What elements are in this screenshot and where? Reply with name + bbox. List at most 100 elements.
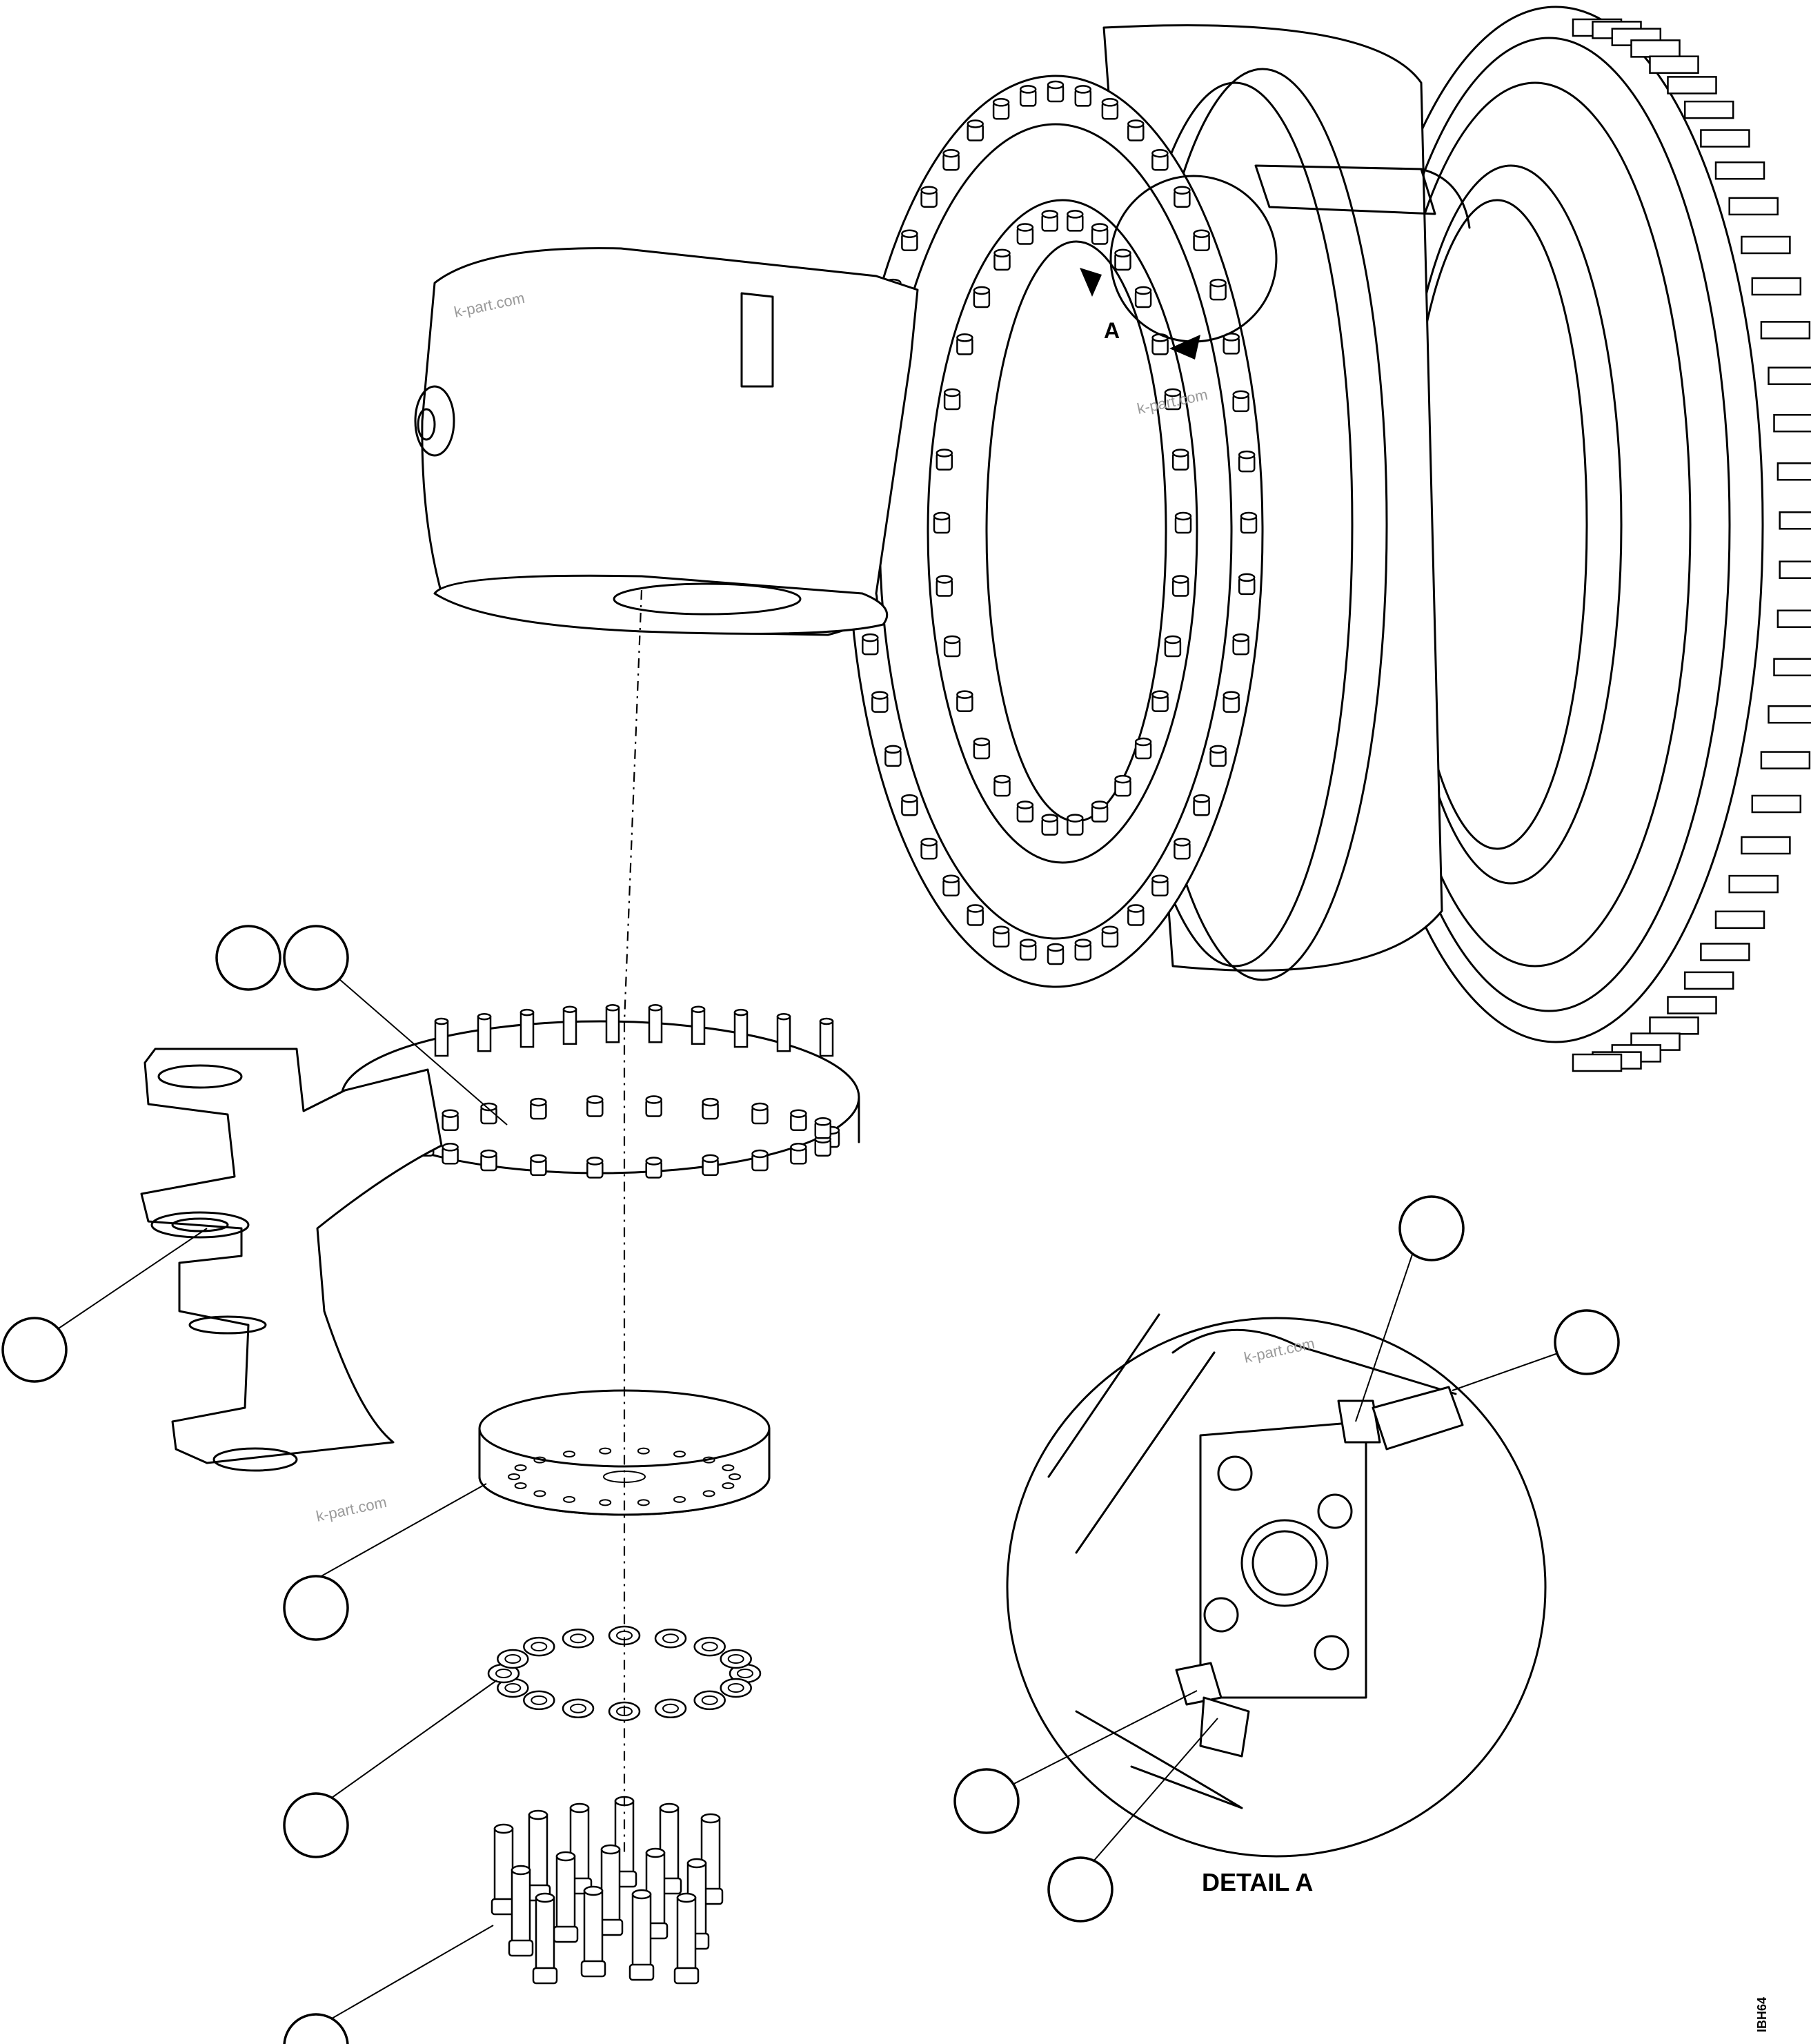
disc-hole bbox=[514, 1464, 527, 1471]
flange-bolt bbox=[1047, 943, 1065, 965]
rim-stud bbox=[1683, 100, 1734, 119]
rim-stud bbox=[1728, 874, 1779, 894]
flange-bolt bbox=[993, 248, 1011, 271]
disc-hole bbox=[599, 1499, 612, 1506]
rim-stud bbox=[1572, 1053, 1623, 1072]
flange-bolt bbox=[901, 794, 918, 816]
flange-bolt bbox=[1019, 85, 1037, 107]
flange-bolt bbox=[1041, 210, 1058, 232]
bolt-set bbox=[491, 1796, 724, 1985]
washer bbox=[523, 1690, 555, 1711]
rim-stud bbox=[1649, 1016, 1699, 1035]
callout-bubbles bbox=[1, 925, 1620, 2044]
rim-stud bbox=[1700, 129, 1750, 148]
ring-bolt bbox=[645, 1095, 662, 1117]
ring-bolt bbox=[530, 1154, 547, 1177]
flange-bolt bbox=[967, 119, 984, 141]
rim-stud bbox=[1777, 609, 1811, 628]
ring-stud bbox=[434, 1017, 449, 1057]
spacer-disc bbox=[478, 1389, 771, 1516]
rim-stud bbox=[1779, 560, 1811, 579]
flange-bolt bbox=[1193, 229, 1210, 251]
flange-bolt bbox=[1019, 939, 1037, 961]
detail-fitting-bottom bbox=[1175, 1662, 1223, 1706]
ring-stud bbox=[776, 1012, 791, 1052]
watermark-3: k-part.com bbox=[315, 1493, 388, 1525]
rim-stud bbox=[1700, 943, 1750, 961]
rim-stud bbox=[1728, 197, 1779, 216]
lower-arm-body bbox=[140, 1048, 443, 1464]
bearing-ring-assembly bbox=[340, 1004, 860, 1179]
disc-hole bbox=[599, 1447, 612, 1455]
washer bbox=[497, 1649, 529, 1669]
detail-a-label: DETAIL A bbox=[1202, 1868, 1313, 1896]
flange-bolt bbox=[956, 690, 973, 712]
flange-bolt bbox=[1151, 148, 1169, 171]
callout-bubble-5 bbox=[283, 1792, 349, 1858]
disc-hole bbox=[702, 1490, 715, 1497]
lower-arm bbox=[140, 1048, 443, 1472]
flange-bolt bbox=[1074, 85, 1092, 107]
callout-bubble-10 bbox=[1047, 1856, 1114, 1923]
rim-studs bbox=[1572, 18, 1811, 1072]
disc-hole bbox=[533, 1456, 546, 1464]
ring-bolt bbox=[442, 1143, 459, 1165]
rim-stud bbox=[1768, 705, 1811, 724]
rim-stud bbox=[1741, 836, 1791, 855]
flange-bolt bbox=[942, 148, 960, 171]
disc-hole bbox=[673, 1451, 686, 1458]
washer bbox=[720, 1678, 752, 1698]
flange-bolt bbox=[1223, 691, 1240, 713]
flange-bolt bbox=[933, 511, 951, 534]
flange-bolt bbox=[1074, 939, 1092, 961]
view-letter-a: A bbox=[1104, 318, 1120, 343]
ring-bolt bbox=[751, 1102, 769, 1125]
flange-bolt bbox=[1016, 800, 1034, 823]
flange-bolt bbox=[1174, 186, 1191, 208]
ring-bolt bbox=[586, 1157, 604, 1179]
ring-bolt bbox=[586, 1095, 604, 1117]
rim-stud bbox=[1714, 161, 1765, 180]
flange-bolt bbox=[936, 449, 953, 471]
ring-stud bbox=[648, 1004, 663, 1043]
flange-bolt bbox=[1114, 774, 1131, 797]
mounting-bolt bbox=[629, 1889, 655, 1981]
ring-bolt bbox=[702, 1154, 719, 1177]
flange-bolt bbox=[1067, 814, 1084, 836]
rim-stud bbox=[1714, 910, 1765, 930]
flange-bolt bbox=[1047, 80, 1065, 103]
ring-stud bbox=[477, 1012, 492, 1052]
flange-bolt bbox=[1101, 925, 1119, 947]
detail-fitting-top bbox=[1337, 1399, 1381, 1444]
assembly-center-line bbox=[623, 589, 643, 1856]
ring-bolt bbox=[702, 1097, 719, 1120]
flange-bolt bbox=[1174, 511, 1192, 534]
rim-stud bbox=[1773, 658, 1811, 677]
flange-bolt bbox=[901, 229, 918, 251]
flange-bolt bbox=[956, 333, 973, 355]
flange-bolt bbox=[1174, 838, 1191, 860]
rim-stud bbox=[1773, 413, 1811, 433]
flange-bolt bbox=[973, 737, 991, 760]
rim-stud bbox=[1649, 55, 1699, 74]
disc-hole bbox=[514, 1482, 527, 1489]
washer bbox=[693, 1690, 726, 1711]
washer bbox=[654, 1698, 687, 1719]
flange-bolt bbox=[1238, 573, 1256, 596]
flange-bolt bbox=[871, 691, 889, 713]
rim-stud bbox=[1768, 366, 1811, 385]
flange-bolt bbox=[943, 388, 961, 411]
flange-bolt bbox=[1067, 210, 1084, 232]
flange-bolt bbox=[1134, 737, 1152, 760]
flange-bolt bbox=[942, 874, 960, 897]
mounting-bolt bbox=[580, 1885, 606, 1978]
flange-bolt bbox=[1114, 248, 1131, 271]
flange-bolt bbox=[992, 98, 1010, 120]
flange-bolt bbox=[1209, 278, 1227, 301]
rim-stud bbox=[1667, 996, 1717, 1014]
flange-bolt bbox=[993, 774, 1011, 797]
mounting-bolt bbox=[553, 1851, 579, 1943]
ring-bolt bbox=[790, 1109, 807, 1131]
disc-hole bbox=[722, 1482, 735, 1489]
